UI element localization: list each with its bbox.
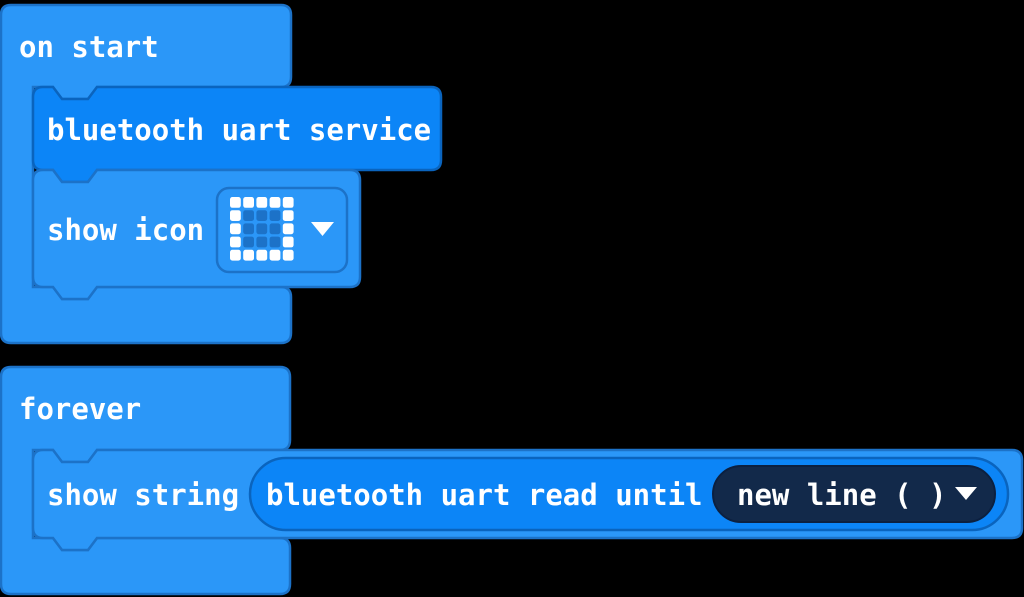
newline-dropdown-field[interactable]: new line ( ) (712, 465, 996, 523)
led-cell (256, 210, 268, 221)
led-cell (269, 210, 281, 221)
led-cell (243, 223, 254, 235)
led-cell (269, 223, 281, 235)
bluetooth-uart-service-label: bluetooth uart service (47, 113, 431, 147)
led-cell (282, 210, 294, 221)
icon-dropdown-field[interactable] (215, 186, 349, 274)
led-cell (282, 223, 294, 235)
led-cell (243, 236, 254, 248)
bluetooth-uart-read-until-block[interactable]: bluetooth uart read until new line ( ) (248, 456, 1010, 532)
led-cell (243, 197, 254, 208)
led-cell (269, 197, 281, 208)
led-cell (256, 197, 268, 208)
on-start-block-shape[interactable] (0, 3, 293, 345)
bluetooth-uart-service-block[interactable]: bluetooth uart service (31, 85, 443, 184)
show-icon-block[interactable]: show icon (31, 168, 362, 301)
bluetooth-uart-service-shape[interactable] (31, 85, 443, 184)
square-icon (230, 197, 294, 261)
led-cell (282, 236, 294, 248)
show-icon-label: show icon (47, 213, 204, 247)
led-cell (256, 223, 268, 235)
newline-dropdown-background[interactable] (712, 465, 996, 523)
chevron-down-icon (311, 222, 334, 236)
led-cell (230, 197, 241, 208)
forever-label: forever (19, 392, 141, 426)
on-start-block[interactable]: on start (0, 3, 293, 345)
led-cell (282, 249, 294, 261)
led-cell (230, 249, 241, 261)
bluetooth-uart-read-until-label: bluetooth uart read until (266, 478, 703, 512)
show-string-label: show string (47, 478, 239, 512)
led-cell (230, 210, 241, 221)
led-cell (256, 236, 268, 248)
led-cell (282, 197, 294, 208)
led-cell (243, 249, 254, 261)
show-string-block[interactable]: show string bluetooth uart read until ne… (31, 448, 1024, 552)
newline-dropdown-value: new line ( ) (737, 478, 947, 512)
on-start-label: on start (19, 30, 159, 64)
led-cell (230, 223, 241, 235)
chevron-down-icon (955, 487, 977, 500)
led-cell (269, 236, 281, 248)
led-cell (269, 249, 281, 261)
forever-block-shape[interactable] (0, 365, 292, 596)
led-cell (230, 236, 241, 248)
led-cell (243, 210, 254, 221)
forever-block[interactable]: forever (0, 365, 292, 596)
led-cell (256, 249, 268, 261)
